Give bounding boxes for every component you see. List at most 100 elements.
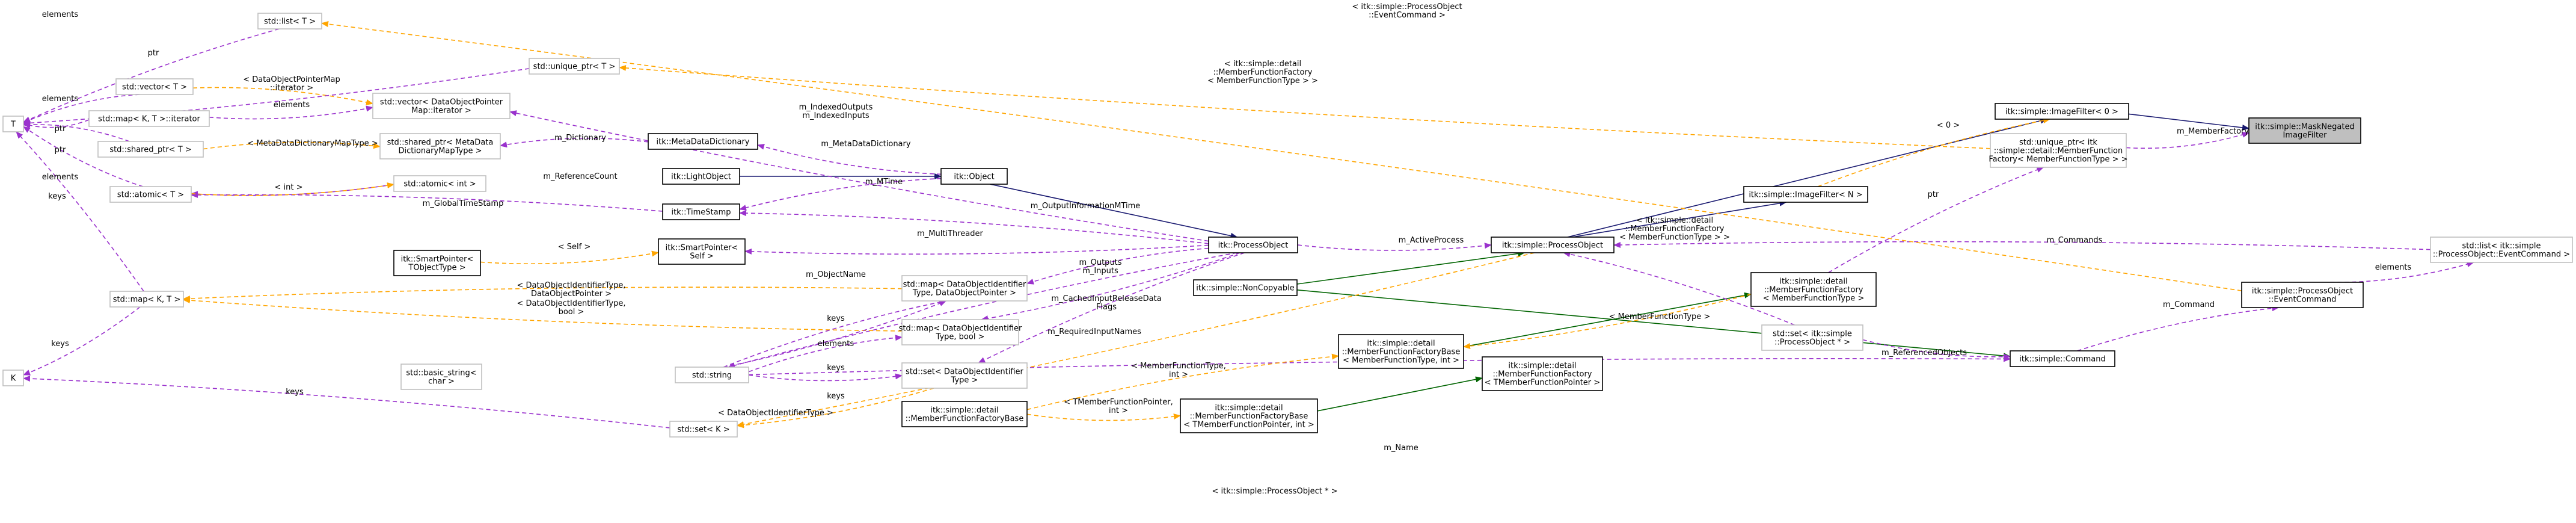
edge-label: m_Dictionary xyxy=(554,134,606,143)
edge-label-line: elements xyxy=(42,173,79,182)
class-name-line: std::map< K, T > xyxy=(113,296,181,305)
class-node-ts[interactable]: itk::TimeStamp xyxy=(662,203,740,220)
edge-line xyxy=(1026,413,1181,421)
edge-line xyxy=(990,184,1238,239)
class-node-listT[interactable]: std::list< T > xyxy=(257,13,322,29)
class-name-line: ::ProcessObject::EventCommand > xyxy=(2433,250,2570,259)
class-node-lo[interactable]: itk::LightObject xyxy=(662,168,740,185)
edge-label-line: m_CachedInputReleaseData xyxy=(1051,294,1161,303)
class-node-listec[interactable]: std::list< itk::simple::ProcessObject::E… xyxy=(2430,237,2573,263)
class-node-mffbasefp[interactable]: itk::simple::detail::MemberFunctionFacto… xyxy=(1180,398,1318,433)
class-name-line: itk::MetaDataDictionary xyxy=(657,138,750,147)
edge-label: < int > xyxy=(275,183,303,192)
class-node-ifn[interactable]: itk::simple::ImageFilter< N > xyxy=(1743,186,1868,203)
class-node-setdo[interactable]: std::set< DataObjectIdentifierType > xyxy=(901,362,1028,389)
class-node-uptrmff[interactable]: std::unique_ptr< itk::simple::detail::Me… xyxy=(1989,133,2128,168)
class-name-line: ::MemberFunctionFactoryBase xyxy=(1342,348,1461,357)
edge-label-line: elements xyxy=(42,94,79,104)
edge-label-line: m_Commands xyxy=(2047,236,2103,245)
class-node-spself[interactable]: itk::SmartPointer<Self > xyxy=(658,238,746,265)
edge-label-line: m_Command xyxy=(2163,300,2215,309)
edge-label-line: < MemberFunctionType > > xyxy=(1619,233,1730,242)
edge-cmd-to-ec xyxy=(2077,305,2280,351)
class-node-po[interactable]: itk::simple::ProcessObject xyxy=(1491,237,1615,253)
class-name-line: itk::simple::detail xyxy=(1508,362,1576,371)
edge-label: m_MetaDataDictionary xyxy=(821,140,910,149)
class-node-atomicint[interactable]: std::atomic< int > xyxy=(393,175,486,192)
class-box xyxy=(2010,350,2115,367)
edge-label: < DataObjectPointerMap::iterator > xyxy=(243,75,340,93)
class-node-obj[interactable]: itk::Object xyxy=(940,168,1008,185)
class-node-mffbase[interactable]: itk::simple::detail::MemberFunctionFacto… xyxy=(1338,334,1464,369)
class-node-if0[interactable]: itk::simple::ImageFilter< 0 > xyxy=(1995,103,2129,120)
class-name-line: < MemberFunctionType, int > xyxy=(1343,356,1459,365)
class-name-line: itk::simple::detail xyxy=(1779,277,1847,286)
class-node-sptrT[interactable]: std::shared_ptr< T > xyxy=(97,141,204,158)
class-name-line: < TMemberFunctionPointer, int > xyxy=(1183,421,1314,430)
class-node-K[interactable]: K xyxy=(2,370,24,386)
edge-mapit-to-vecdop xyxy=(209,105,373,120)
class-name-line: itk::LightObject xyxy=(671,173,731,182)
edge-label-line: < Self > xyxy=(558,243,591,252)
edge-label: < DataObjectIdentifierType,bool > xyxy=(517,299,626,317)
class-node-sptobj[interactable]: itk::SmartPointer<TObjectType > xyxy=(393,250,481,276)
class-box xyxy=(901,319,1019,345)
class-node-T[interactable]: T xyxy=(2,116,24,132)
class-node-mapdob[interactable]: std::map< DataObjectIdentifierType, bool… xyxy=(899,319,1022,345)
edge-line xyxy=(723,300,947,368)
class-node-mapdop[interactable]: std::map< DataObjectIdentifierType, Data… xyxy=(901,275,1028,302)
edge-label-line: < DataObjectIdentifierType, xyxy=(517,281,626,290)
class-box xyxy=(1761,324,1863,351)
edge-listT-to-T xyxy=(23,28,280,123)
edge-label-line: m_RequiredInputNames xyxy=(1047,327,1141,336)
class-name-line: Type > xyxy=(951,376,978,385)
class-name-line: itk::simple::Command xyxy=(2019,355,2105,364)
edge-label: keys xyxy=(48,192,66,201)
class-node-mapKT[interactable]: std::map< K, T > xyxy=(109,291,184,308)
edge-label-line: ptr xyxy=(148,49,159,58)
edge-line xyxy=(981,252,1240,322)
class-node-string[interactable]: std::string xyxy=(675,367,749,383)
edge-label-line: keys xyxy=(48,192,66,201)
class-node-nc[interactable]: itk::simple::NonCopyable xyxy=(1193,279,1298,296)
class-node-mffb[interactable]: itk::simple::detail::MemberFunctionFacto… xyxy=(901,401,1028,427)
class-node-uptrT[interactable]: std::unique_ptr< T > xyxy=(529,58,620,75)
edge-setK-to-K xyxy=(23,376,670,429)
edge-label: m_Name xyxy=(1384,444,1418,453)
class-node-vecT[interactable]: std::vector< T > xyxy=(115,78,194,95)
class-node-mfft[interactable]: itk::simple::detail::MemberFunctionFacto… xyxy=(1482,356,1603,391)
class-box xyxy=(1338,334,1464,369)
edge-line xyxy=(1463,294,1752,349)
edge-label-line: m_Outputs xyxy=(1079,258,1121,267)
edge-label: m_RequiredInputNames xyxy=(1047,327,1141,336)
edge-obj-to-ts xyxy=(739,178,942,211)
class-node-md[interactable]: itk::MetaDataDictionary xyxy=(648,133,758,150)
class-node-mapit[interactable]: std::map< K, T >::iterator xyxy=(88,110,210,127)
edge-mff-to-mffbase xyxy=(1463,294,1752,349)
edge-label: < MemberFunctionType,int > xyxy=(1131,362,1226,379)
class-node-sptrmd[interactable]: std::shared_ptr< MetaDataDictionaryMapTy… xyxy=(379,133,501,159)
edge-line xyxy=(191,191,663,212)
edge-string-to-mapdop xyxy=(723,299,947,368)
edge-line xyxy=(737,388,934,429)
class-node-itkpo[interactable]: itk::ProcessObject xyxy=(1208,237,1298,253)
class-node-bstring[interactable]: std::basic_string<char > xyxy=(400,364,482,390)
edge-label-line: < itk::simple::ProcessObject xyxy=(1352,2,1462,11)
class-node-atomicT[interactable]: std::atomic< T > xyxy=(109,186,192,203)
edge-label: < itk::simple::ProcessObject * > xyxy=(1212,487,1337,496)
class-node-cmd[interactable]: itk::simple::Command xyxy=(2010,350,2115,367)
edge-itkpo-to-ts xyxy=(739,210,1209,244)
class-node-ec[interactable]: itk::simple::ProcessObject::EventCommand xyxy=(2241,282,2364,308)
class-node-setK[interactable]: std::set< K > xyxy=(669,421,738,438)
class-name-line: std::unique_ptr< itk xyxy=(2019,138,2097,147)
class-node-mff[interactable]: itk::simple::detail::MemberFunctionFacto… xyxy=(1750,272,1877,307)
edge-line xyxy=(737,252,1535,427)
class-name-line: std::list< itk::simple xyxy=(2462,242,2541,251)
edge-line xyxy=(978,252,1245,364)
class-box xyxy=(1180,398,1318,433)
class-node-vecdop[interactable]: std::vector< DataObjectPointerMap::itera… xyxy=(372,93,511,119)
class-node-setpo[interactable]: std::set< itk::simple::ProcessObject * > xyxy=(1761,324,1863,351)
